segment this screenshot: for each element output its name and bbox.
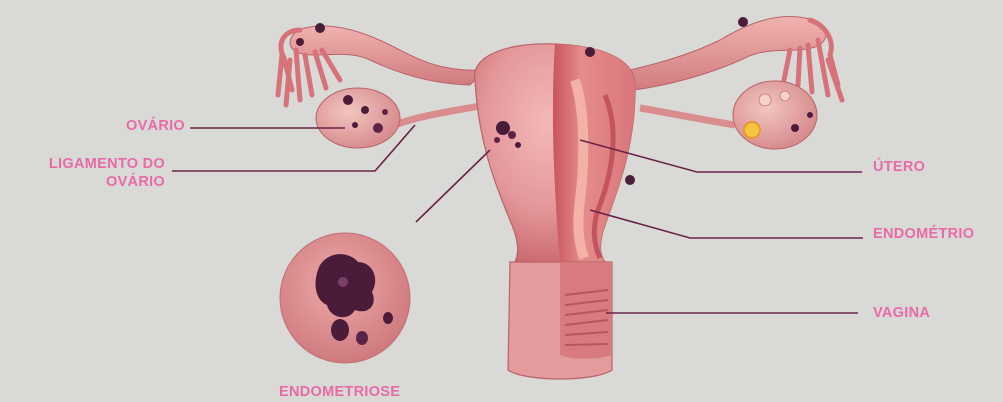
label-ligamento-line1: LIGAMENTO DO xyxy=(8,155,165,173)
right-ovary xyxy=(640,81,817,149)
leader-endometriose xyxy=(416,150,490,222)
label-ligamento-line2: OVÁRIO xyxy=(8,173,165,191)
label-vagina: VAGINA xyxy=(873,304,930,322)
label-ligamento-do-ovario: LIGAMENTO DO OVÁRIO xyxy=(8,155,165,191)
vagina xyxy=(508,262,612,379)
label-utero: ÚTERO xyxy=(873,158,925,176)
right-fallopian-tube xyxy=(600,17,842,100)
endometriosis-magnified-view xyxy=(280,233,410,363)
label-ovario: OVÁRIO xyxy=(100,117,185,135)
label-endometriose: ENDOMETRIOSE xyxy=(279,383,400,401)
left-ovary xyxy=(316,88,485,148)
label-endometrio: ENDOMÉTRIO xyxy=(873,225,974,243)
leader-endometrio xyxy=(590,210,863,238)
